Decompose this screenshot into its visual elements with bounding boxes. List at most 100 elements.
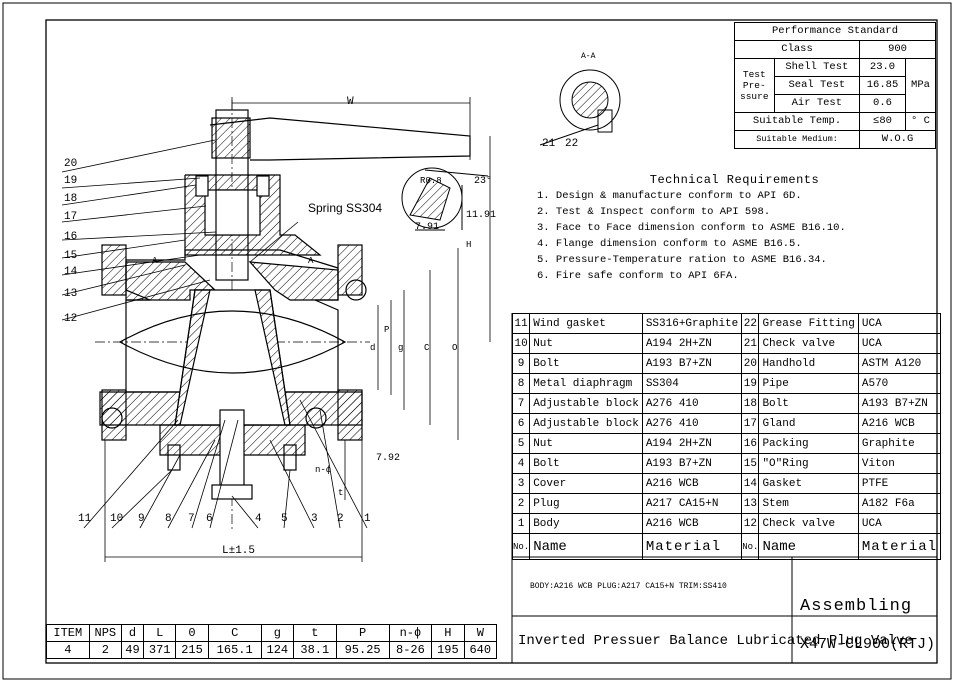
- dims-header-cell: n-ϕ: [388, 624, 433, 642]
- dims-value-cell: 124: [260, 641, 295, 659]
- part-name: Cover: [529, 473, 643, 494]
- callout-20: 20: [64, 158, 78, 170]
- test-pressure-line-2: Pre-: [742, 80, 766, 91]
- callout-13: 13: [64, 288, 78, 300]
- dims-value-cell: 4: [46, 641, 90, 659]
- seal-test-label: Seal Test: [773, 76, 861, 95]
- part-number: 6: [511, 413, 531, 434]
- part-name: Wind gasket: [529, 313, 643, 334]
- part-number: 21: [741, 333, 760, 354]
- part-number: 17: [741, 413, 760, 434]
- part-number: 5: [511, 433, 531, 454]
- part-material: UCA: [857, 313, 942, 334]
- dim-w-label: W: [347, 96, 354, 108]
- callout-15: 15: [64, 250, 78, 262]
- medium-label: Suitable Medium:: [733, 130, 861, 149]
- part-name: Packing: [758, 433, 859, 454]
- dims-value-cell: 371: [143, 641, 177, 659]
- header-no-left: No.: [511, 533, 531, 560]
- tech-item: 5. Pressure-Temperature ration to ASME B…: [537, 254, 827, 266]
- temp-unit: ° C: [904, 112, 937, 131]
- part-name: Bolt: [529, 353, 643, 374]
- part-material: PTFE: [857, 473, 942, 494]
- part-number: 15: [741, 453, 760, 474]
- dims-header-cell: g: [260, 624, 295, 642]
- part-name: Bolt: [758, 393, 859, 414]
- detail-ring-groove: [401, 167, 489, 231]
- callout-21: 21: [542, 138, 556, 150]
- dim-c-label: C: [424, 343, 430, 353]
- part-material: A276 410: [641, 393, 743, 414]
- header-material-right: Material: [857, 533, 942, 560]
- material-note: BODY:A216 WCB PLUG:A217 CA15+N TRIM:SS41…: [530, 582, 727, 591]
- part-name: Nut: [529, 433, 643, 454]
- part-number: 9: [511, 353, 531, 374]
- dims-header-cell: ITEM: [46, 624, 90, 642]
- callout-8: 8: [165, 513, 172, 525]
- section-mark-a-left: A: [152, 256, 158, 266]
- dim-d-label: d: [370, 343, 376, 353]
- section-mark-a-right: A: [308, 256, 314, 266]
- header-no-right: No.: [741, 533, 760, 560]
- part-name: Nut: [529, 333, 643, 354]
- seal-test-value: 16.85: [859, 76, 906, 95]
- section-a-a-label: A-A: [581, 52, 596, 61]
- part-name: Check valve: [758, 513, 859, 534]
- callout-10: 10: [110, 513, 124, 525]
- part-material: A193 B7+ZN: [641, 453, 743, 474]
- part-material: A193 B7+ZN: [857, 393, 942, 414]
- callout-16: 16: [64, 231, 78, 243]
- part-number: 1: [511, 513, 531, 534]
- valve-cross-section: [95, 100, 471, 530]
- dim-g-label: g: [398, 343, 404, 353]
- dims-value-cell: 640: [463, 641, 498, 659]
- header-material-left: Material: [641, 533, 743, 560]
- dims-header-cell: C: [207, 624, 262, 642]
- test-pressure-line-3: ssure: [740, 91, 769, 102]
- tech-item: 1. Design & manufacture conform to API 6…: [537, 190, 802, 202]
- part-number: 14: [741, 473, 760, 494]
- dims-value-cell: 215: [175, 641, 209, 659]
- shell-test-value: 23.0: [859, 58, 906, 77]
- part-material: UCA: [857, 333, 942, 354]
- part-material: A194 2H+ZN: [641, 333, 743, 354]
- callout-18: 18: [64, 193, 78, 205]
- part-material: A182 F6a: [857, 493, 942, 514]
- performance-title: Performance Standard: [734, 22, 936, 41]
- part-material: A216 WCB: [641, 473, 743, 494]
- dims-header-cell: H: [431, 624, 465, 642]
- technical-title: Technical Requirements: [649, 173, 820, 187]
- part-name: Gasket: [758, 473, 859, 494]
- section-a-a: [539, 69, 621, 146]
- part-material: A570: [857, 373, 942, 394]
- part-number: 13: [741, 493, 760, 514]
- header-name-left: Name: [529, 533, 643, 560]
- part-number: 20: [741, 353, 760, 374]
- callout-17: 17: [64, 211, 78, 223]
- callout-7: 7: [188, 513, 195, 525]
- part-number: 11: [511, 313, 531, 334]
- dim-23-label: 23°: [474, 176, 493, 187]
- callout-6: 6: [206, 513, 213, 525]
- part-material: ASTM A120: [857, 353, 942, 374]
- tech-item: 4. Flange dimension conform to ASME B16.…: [537, 238, 802, 250]
- callout-2: 2: [337, 513, 344, 525]
- dim-o-label: O: [452, 343, 458, 353]
- shell-test-label: Shell Test: [773, 58, 861, 77]
- callout-5: 5: [281, 513, 288, 525]
- part-material: SS304: [641, 373, 743, 394]
- dims-header-cell: W: [463, 624, 498, 642]
- temp-label: Suitable Temp.: [733, 112, 861, 131]
- dims-header-cell: P: [335, 624, 390, 642]
